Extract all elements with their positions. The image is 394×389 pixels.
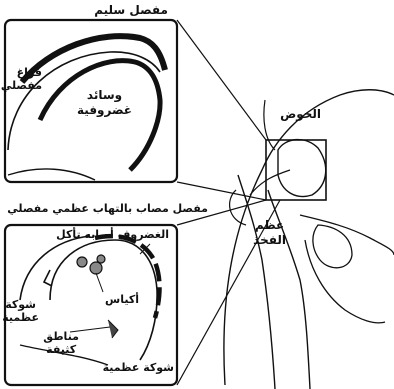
- femur-label: عظم الفخذ: [253, 218, 286, 248]
- oa-socket: [20, 236, 90, 300]
- healthy-joint-label: مفصل سليم: [94, 4, 168, 18]
- cysts-label: أكياس: [105, 294, 139, 307]
- cartilage-pads-label: وسائد غضروفية: [77, 88, 132, 118]
- acetabulum-outline: [278, 140, 326, 197]
- dense-areas-label: مناطق كثيفة: [43, 330, 79, 356]
- bone-spur-left-label: شوكة عظمية: [2, 298, 39, 324]
- oa-joint-label: مفصل مصاب بالتهاب عظمي مفصلي: [7, 203, 208, 216]
- joint-space-label: فراغ مفصلي: [1, 66, 42, 92]
- pelvis-label: الحوض: [280, 108, 321, 122]
- connector-top-1: [177, 20, 266, 140]
- cyst-3: [97, 255, 105, 263]
- healthy-neck: [8, 169, 95, 180]
- ischium: [305, 240, 385, 323]
- femur-shaft: [238, 175, 275, 389]
- worn-cartilage-label: الغضروف أصابه تأكل: [56, 229, 169, 242]
- healthy-cartilage-outer: [22, 36, 165, 82]
- cyst-1: [77, 257, 87, 267]
- cyst-2: [90, 262, 102, 274]
- obturator: [313, 225, 352, 268]
- oa-dense-area: [108, 320, 118, 338]
- bone-spur-bottom-label: شوكة عظمية: [103, 362, 174, 375]
- oa-spur-left: [44, 270, 52, 286]
- leader-cysts: [96, 273, 103, 292]
